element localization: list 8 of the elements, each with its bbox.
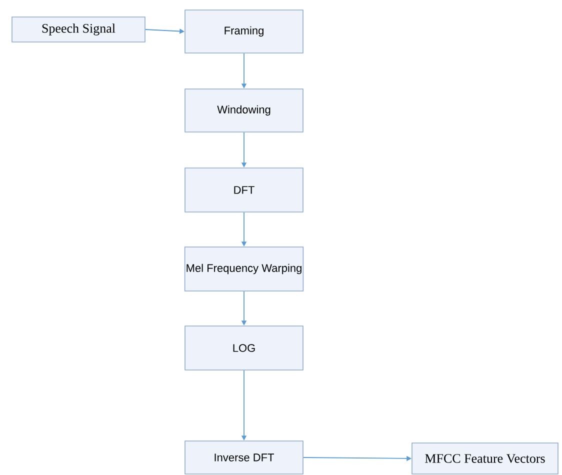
process-box: Framing — [184, 10, 304, 54]
process-box: Mel Frequency Warping — [184, 246, 304, 292]
process-box: LOG — [184, 326, 304, 370]
process-box: Inverse DFT — [184, 440, 304, 474]
process-box: MFCC Feature Vectors — [412, 442, 558, 474]
process-box: Windowing — [184, 88, 304, 132]
process-box: DFT — [184, 168, 304, 212]
process-box: Speech Signal — [12, 16, 146, 42]
